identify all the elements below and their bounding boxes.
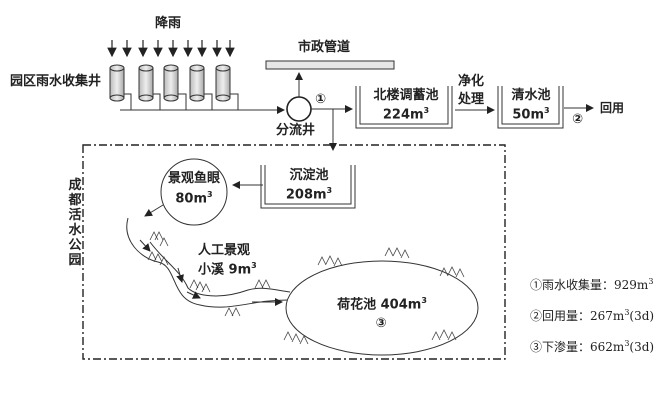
rain-arrows xyxy=(107,40,235,58)
purification-line2: 处理 xyxy=(458,92,485,107)
north-tank xyxy=(355,86,453,129)
park-name-vertical: 成都活水公园 xyxy=(68,178,82,268)
stream-line2: 小溪 9m3 xyxy=(198,261,257,278)
well-cylinder xyxy=(109,64,125,102)
collection-wells-label: 园区雨水收集井 xyxy=(10,74,102,89)
clear-pool-volume: 50m3 xyxy=(512,106,550,123)
lotus-pond-label: 荷花池 404m3 xyxy=(337,296,427,313)
well-cylinder xyxy=(215,64,231,102)
clear-pool-name: 清水池 xyxy=(511,88,551,103)
north-tank-volume: 224m3 xyxy=(382,106,430,123)
legend-item: ②回用量：267m3(3d) xyxy=(530,308,655,323)
municipal-pipe-label: 市政管道 xyxy=(298,40,351,55)
park-boundary xyxy=(82,144,506,360)
well-cylinder xyxy=(189,64,205,102)
fish-eye-circle xyxy=(160,158,228,226)
lotus-pond-ellipse xyxy=(285,260,479,356)
well-cylinder xyxy=(163,64,179,102)
municipal-pipe xyxy=(265,60,395,70)
plant-icons xyxy=(147,231,465,345)
well-cylinder xyxy=(138,64,154,102)
arrow-to-stream xyxy=(144,204,164,217)
sediment-tank xyxy=(260,165,356,209)
diversion-well-label: 分流井 xyxy=(276,123,316,138)
fish-eye-volume: 80m3 xyxy=(175,190,213,207)
sediment-tank-name: 沉淀池 xyxy=(289,168,329,183)
collection-pipes xyxy=(120,93,285,114)
marker-1: ① xyxy=(315,92,327,107)
legend-item: ③下渗量：662m3(3d) xyxy=(530,339,655,354)
clear-pool xyxy=(497,86,564,129)
collection-wells xyxy=(109,64,231,102)
north-tank-name: 北楼调蓄池 xyxy=(373,88,439,103)
marker-2: ② xyxy=(572,112,584,127)
stream xyxy=(126,217,291,308)
sediment-tank-volume: 208m3 xyxy=(285,186,333,203)
purification-line1: 净化 xyxy=(458,74,485,89)
legend: ①雨水收集量：929m3 ②回用量：267m3(3d) ③下渗量：662m3(3… xyxy=(530,268,654,361)
reuse-label: 回用 xyxy=(600,101,625,115)
marker-3: ③ xyxy=(375,316,387,331)
legend-item: ①雨水收集量：929m3 xyxy=(530,277,654,292)
fish-eye-name: 景观鱼眼 xyxy=(167,171,220,186)
rainfall-label: 降雨 xyxy=(155,16,182,31)
diversion-well-circle xyxy=(286,96,312,122)
stream-line1: 人工景观 xyxy=(198,243,251,258)
